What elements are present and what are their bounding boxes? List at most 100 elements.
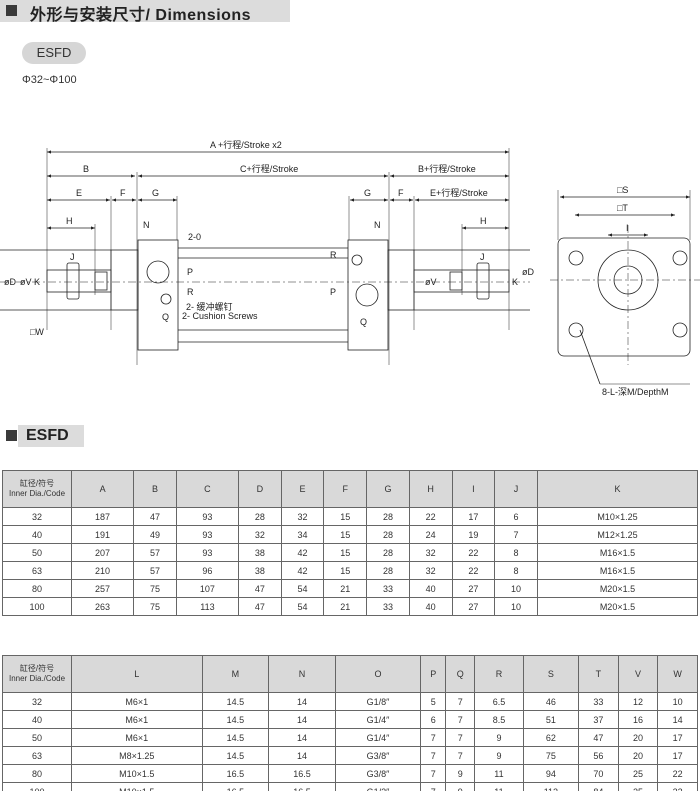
model-badge: ESFD	[22, 42, 86, 64]
table-cell: 25	[617, 764, 659, 783]
table-cell: 75	[133, 579, 177, 598]
table-cell: 113	[175, 597, 239, 616]
column-header: J	[494, 470, 538, 508]
table-cell: 96	[175, 561, 239, 580]
table-cell: 11	[474, 782, 524, 791]
table-cell: 191	[70, 525, 135, 544]
label-n-right: N	[374, 220, 381, 230]
table-cell: 62	[522, 728, 580, 747]
label-j: J	[70, 252, 75, 262]
column-header: H	[408, 470, 453, 508]
table-cell: M8×1.25	[71, 746, 203, 765]
dimension-lines	[47, 150, 690, 237]
table-cell: 14.5	[201, 746, 270, 765]
table-cell: 7	[445, 746, 476, 765]
table-cell: 8	[494, 543, 538, 562]
table-cell: 257	[70, 579, 135, 598]
table-cell: 14	[268, 710, 336, 729]
table-cell: 7	[445, 692, 476, 711]
table-cell: 21	[323, 597, 368, 616]
table-cell: 38	[237, 543, 282, 562]
table-cell: 93	[175, 507, 239, 526]
table-cell: 21	[323, 579, 368, 598]
column-header: G	[366, 470, 410, 508]
table-cell: 46	[522, 692, 580, 711]
label-p: P	[187, 267, 193, 277]
table-cell: 17	[451, 507, 496, 526]
table-cell: 51	[522, 710, 580, 729]
column-header: D	[237, 470, 282, 508]
table-cell: 34	[280, 525, 325, 544]
label-t: □T	[617, 203, 628, 213]
table-cell: 7	[420, 728, 447, 747]
table-cell: 16.5	[268, 782, 336, 791]
table-cell: 40	[408, 579, 453, 598]
table-cell: 40	[2, 525, 72, 544]
label-h: H	[66, 216, 73, 226]
table-cell: M20×1.5	[536, 579, 699, 598]
table-cell: 28	[366, 525, 410, 544]
table-cell: M20×1.5	[536, 597, 699, 616]
label-p-right: P	[330, 287, 336, 297]
table-cell: 28	[366, 507, 410, 526]
table-cell: 63	[2, 746, 72, 765]
table-cell: 210	[70, 561, 135, 580]
table-cell: 7	[445, 710, 476, 729]
table-cell: 28	[366, 561, 410, 580]
table-cell: 9	[474, 728, 524, 747]
column-header: E	[280, 470, 325, 508]
table-cell: 54	[280, 597, 325, 616]
table-cell: 25	[617, 782, 659, 791]
cylinder-end-view	[550, 225, 700, 385]
table-cell: 100	[2, 597, 72, 616]
dimensions-title: 外形与安装尺寸/ Dimensions	[30, 7, 252, 24]
dimensions-header: 外形与安装尺寸/ Dimensions	[0, 0, 290, 24]
table-cell: 93	[175, 543, 239, 562]
table-cell: 24	[408, 525, 453, 544]
table-cell: 12	[617, 692, 659, 711]
table-cell: 14	[268, 728, 336, 747]
label-q-right: Q	[360, 317, 367, 327]
table-cell: 16	[617, 710, 659, 729]
column-header: B	[133, 470, 177, 508]
table-cell: 22	[451, 543, 496, 562]
code-header-line: Inner Dia./Code	[8, 674, 66, 683]
table-cell: 9	[445, 764, 476, 783]
table-cell: 112	[522, 782, 580, 791]
table-cell: 40	[2, 710, 72, 729]
label-b-stroke: B+行程/Stroke	[418, 163, 476, 174]
table-cell: 40	[408, 597, 453, 616]
label-f: F	[120, 188, 126, 198]
table-cell: 7	[494, 525, 538, 544]
label-g: G	[152, 188, 159, 198]
table-cell: M16×1.5	[536, 543, 699, 562]
table-cell: 84	[578, 782, 619, 791]
table-cell: M16×1.5	[536, 561, 699, 580]
table-cell: 47	[237, 597, 282, 616]
column-header: R	[474, 655, 524, 693]
table-cell: M12×1.25	[536, 525, 699, 544]
table-cell: 263	[70, 597, 135, 616]
label-d: øD	[4, 277, 16, 287]
table-cell: 50	[2, 728, 72, 747]
column-header: I	[451, 470, 496, 508]
table-cell: 50	[2, 543, 72, 562]
column-header: N	[268, 655, 336, 693]
table-cell: M6×1	[71, 710, 203, 729]
cylinder-side-view	[0, 239, 530, 351]
dimension-drawing: A +行程/Stroke x2 B C+行程/Stroke B+行程/Strok…	[0, 139, 700, 397]
table-cell: 14	[657, 710, 698, 729]
column-header: T	[578, 655, 619, 693]
table-cell: 17	[657, 728, 698, 747]
table-cell: 47	[133, 507, 177, 526]
table-cell: 19	[451, 525, 496, 544]
label-w: □W	[30, 327, 44, 337]
label-q: Q	[162, 312, 169, 322]
